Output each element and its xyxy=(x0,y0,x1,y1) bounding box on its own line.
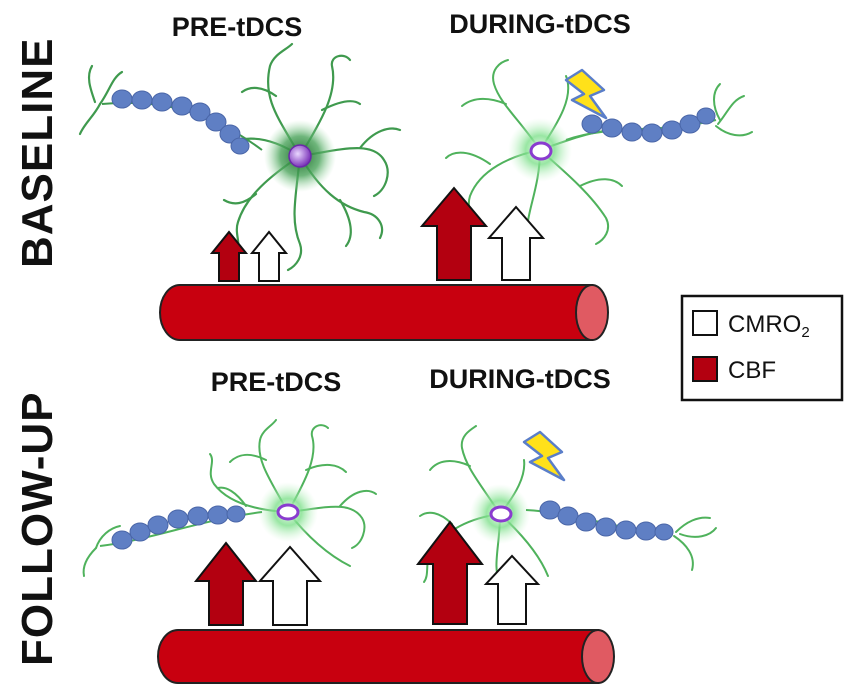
baseline-during-title: DURING-tDCS xyxy=(449,9,631,39)
legend: CMRO2 CBF xyxy=(680,294,844,402)
legend-cmro2-label: CMRO2 xyxy=(728,311,810,341)
baseline-pre-neuron xyxy=(78,42,402,272)
followup-during-cmro2-arrow xyxy=(483,554,541,625)
followup-lightning-bolt-icon xyxy=(522,430,566,482)
legend-red-square-icon xyxy=(692,356,718,382)
legend-cbf-label: CBF xyxy=(728,357,776,384)
baseline-pre-title: PRE-tDCS xyxy=(172,12,303,42)
followup-during-nucleus xyxy=(489,505,513,523)
followup-during-axon xyxy=(525,500,674,541)
row-label-baseline: BASELINE xyxy=(13,38,62,268)
followup-pre-cbf-arrow xyxy=(193,541,259,626)
baseline-blood-vessel xyxy=(159,284,609,341)
baseline-during-cbf-arrow xyxy=(419,186,489,281)
row-label-follow-up: FOLLOW-UP xyxy=(13,391,62,666)
baseline-during-nucleus xyxy=(529,141,553,161)
followup-pre-title: PRE-tDCS xyxy=(211,367,342,397)
baseline-pre-nucleus xyxy=(288,144,312,168)
followup-pre-cmro2-arrow xyxy=(257,545,323,626)
baseline-pre-axon xyxy=(101,89,263,155)
baseline-during-axon xyxy=(565,107,717,143)
followup-during-title: DURING-tDCS xyxy=(429,364,611,394)
followup-blood-vessel xyxy=(157,629,615,684)
baseline-pre-cmro2-arrow xyxy=(249,230,289,282)
baseline-during-cmro2-arrow xyxy=(486,205,546,281)
baseline-lightning-bolt-icon xyxy=(564,68,608,120)
followup-during-cbf-arrow xyxy=(415,520,485,625)
followup-pre-nucleus xyxy=(276,503,300,521)
baseline-pre-cbf-arrow xyxy=(209,230,249,282)
followup-pre-axon xyxy=(99,505,263,550)
legend-white-square-icon xyxy=(692,310,718,336)
